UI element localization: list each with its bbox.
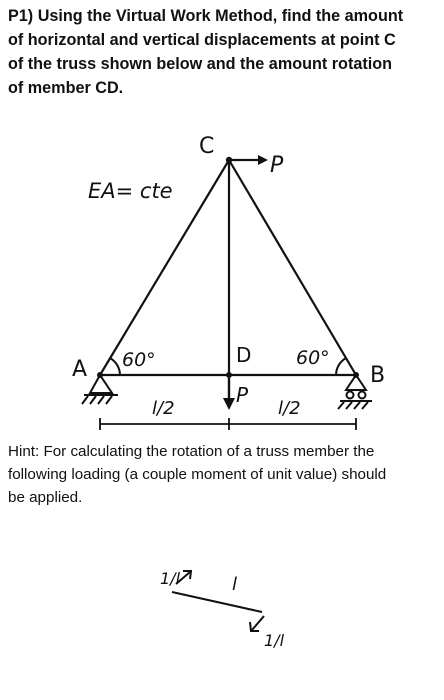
problem-line: P1) Using the Virtual Work Method, find … [8, 7, 404, 25]
hint-line: be applied. [8, 489, 83, 506]
label-hint-bottom-force: 1/l [264, 631, 285, 650]
hint-line: following loading (a couple moment of un… [8, 466, 387, 483]
label-angle-b: 60° [296, 347, 330, 369]
hint-member [171, 591, 263, 613]
load-arrow-vertical [223, 378, 235, 410]
problem-statement: P1) Using the Virtual Work Method, find … [8, 4, 444, 100]
hint-line: Hint: For calculating the rotation of a … [8, 443, 375, 460]
problem-line: of horizontal and vertical displacements… [8, 31, 396, 49]
label-hint-length: l [232, 574, 237, 595]
hint-text: Hint: For calculating the rotation of a … [8, 440, 444, 509]
problem-line: of member CD. [8, 79, 124, 97]
label-node-b: B [370, 363, 385, 388]
truss-figure: C P EA= cte A 60° D 60° B P l/2 l/2 [72, 134, 385, 430]
label-span-left: l/2 [152, 398, 175, 419]
label-node-a: A [72, 357, 87, 382]
hint-force-top [175, 570, 193, 585]
load-arrow-horizontal [231, 155, 268, 165]
member-cb [227, 158, 358, 377]
member-ac [98, 158, 231, 377]
label-node-d: D [236, 343, 251, 367]
angle-arc-a [109, 357, 121, 376]
joint-c [225, 156, 233, 164]
problem-line: of the truss shown below and the amount … [8, 55, 393, 73]
pin-support-a [81, 374, 118, 405]
label-node-c: C [199, 134, 214, 159]
joint-d [226, 372, 232, 378]
dimension-line [99, 418, 357, 430]
label-span-right: l/2 [278, 398, 301, 419]
label-angle-a: 60° [122, 349, 156, 371]
roller-support-b [337, 374, 372, 410]
angle-arc-b [335, 357, 347, 376]
label-hint-top-force: 1/l [160, 569, 181, 588]
label-load-vertical: P [236, 383, 249, 407]
hint-force-bottom [249, 615, 265, 632]
label-stiffness: EA= cte [88, 179, 173, 203]
label-load-horizontal: P [270, 153, 284, 178]
